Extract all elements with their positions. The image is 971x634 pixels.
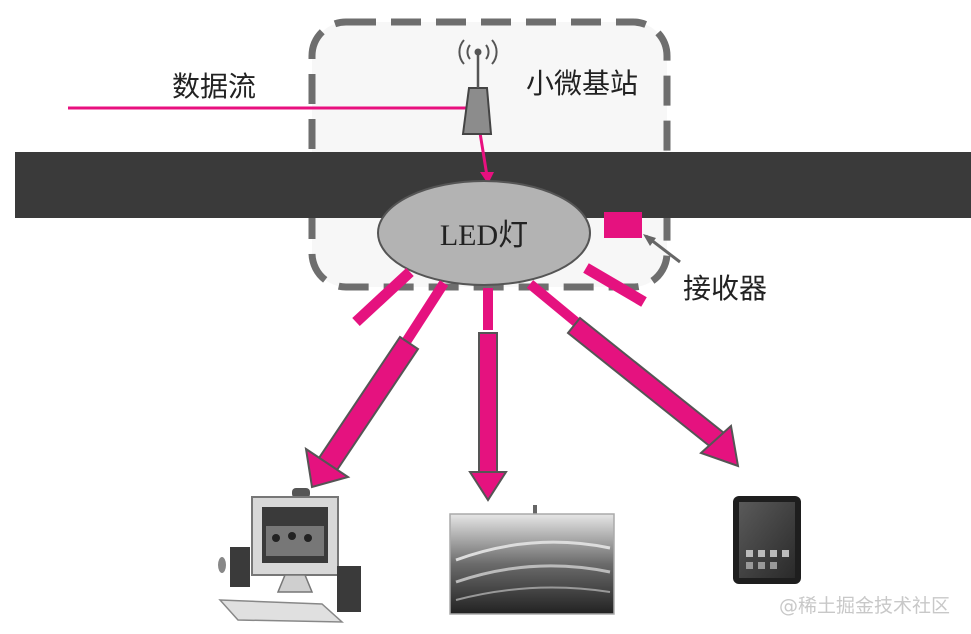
data-stream-label: 数据流 (172, 70, 256, 103)
light-beam-arrow (317, 335, 420, 472)
light-beam-thin (526, 280, 580, 326)
light-beam-thin (399, 280, 449, 348)
light-beam-arrow (478, 332, 498, 473)
receiver-pointer-arrowhead (643, 234, 656, 246)
antenna-icon (458, 39, 498, 135)
light-beam-arrowhead (699, 424, 740, 468)
light-rays (352, 263, 647, 327)
desktop-computer-icon (218, 488, 361, 623)
light-ray (583, 263, 647, 307)
light-beam-arrowhead (468, 471, 508, 502)
light-beams (304, 280, 740, 502)
led-lamp-label: LED灯 (440, 219, 528, 252)
led-lamp (377, 180, 591, 286)
light-beam-arrowhead (304, 446, 351, 489)
light-ray (352, 267, 414, 327)
small-cell-label: 小微基站 (526, 67, 638, 100)
tablet-icon (733, 496, 801, 584)
light-beam-arrow (566, 316, 726, 450)
receiver-label: 接收器 (683, 272, 767, 305)
watermark: @稀土掘金技术社区 (779, 595, 950, 617)
receiver-box (604, 212, 642, 238)
television-icon (449, 505, 615, 615)
data-stream-arrowhead (480, 172, 494, 184)
